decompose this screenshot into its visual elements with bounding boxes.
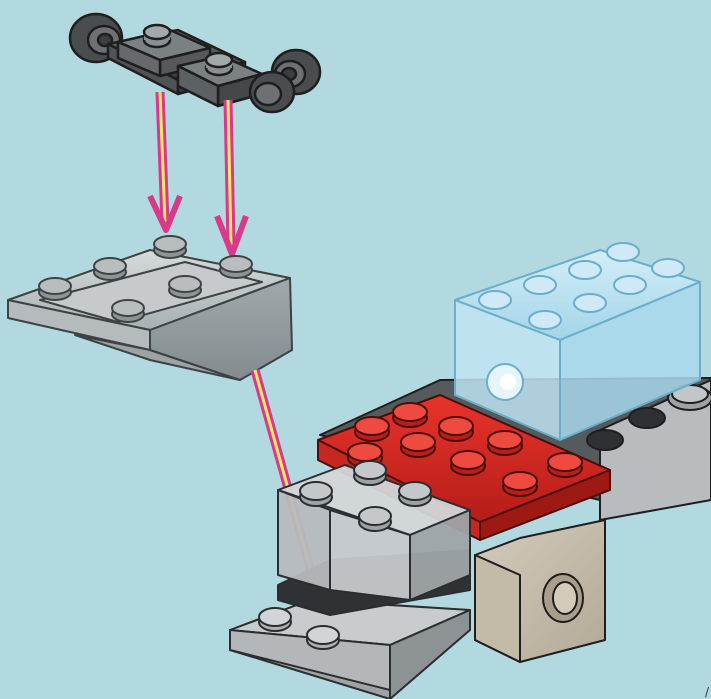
tan-technic-brick	[475, 520, 605, 662]
transparent-wedge-slope-piece	[8, 236, 292, 380]
assembly-arrow-right	[217, 100, 246, 254]
assembly-arrow-left	[150, 92, 180, 230]
trans-clear-base-assembly	[230, 461, 470, 699]
corner-glyph: /	[705, 685, 709, 699]
wheel-axle-plate	[70, 14, 320, 112]
